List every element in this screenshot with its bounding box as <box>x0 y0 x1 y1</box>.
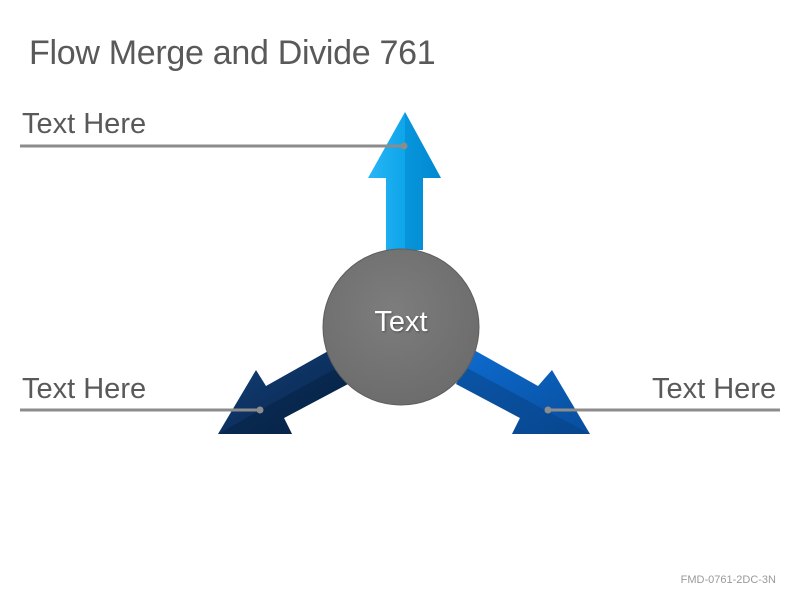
leader-line-right <box>544 406 780 414</box>
arrow-down-right <box>456 350 590 434</box>
footer-code: FMD-0761-2DC-3N <box>680 574 776 586</box>
label-top: Text Here <box>22 108 147 140</box>
leader-line-top <box>20 142 408 150</box>
center-circle <box>322 248 480 406</box>
label-left: Text Here <box>22 373 147 405</box>
center-text: Text <box>374 306 428 338</box>
leader-line-left <box>20 406 264 414</box>
page-title: Flow Merge and Divide 761 <box>29 34 436 72</box>
label-right: Text Here <box>652 373 777 405</box>
arrow-up <box>368 112 441 250</box>
arrow-down-left <box>218 350 348 434</box>
